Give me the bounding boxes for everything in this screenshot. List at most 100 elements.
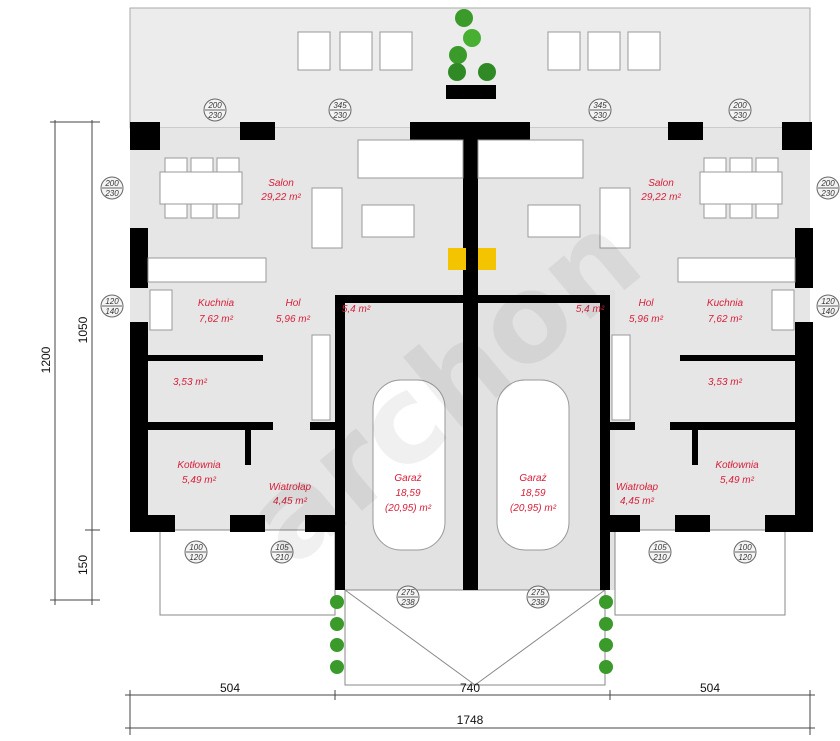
dimension-right-width: 504 (700, 681, 720, 695)
car-right-icon (496, 379, 570, 551)
room-area: 29,22 m² (640, 192, 681, 203)
car-left-icon (372, 379, 446, 551)
room-name: Garaż (519, 473, 546, 484)
plant-icon (446, 9, 496, 99)
terrace-loungers-left (297, 31, 413, 71)
kitchen-sink-right (771, 289, 795, 331)
room-name: Salon (268, 178, 294, 189)
room-area: 3,53 m² (173, 377, 208, 388)
opening-width: 200 (207, 101, 222, 110)
room-name: Kotłownia (177, 460, 221, 471)
room-name: Garaż (394, 473, 421, 484)
right-porch (614, 529, 786, 616)
room-area: 4,45 m² (620, 496, 655, 507)
opening-height: 230 (820, 189, 835, 198)
room-area: 5,96 m² (629, 314, 664, 325)
opening-width: 345 (593, 101, 607, 110)
room-area: 4,45 m² (273, 496, 308, 507)
room-area: 7,62 m² (708, 314, 743, 325)
opening-height: 238 (400, 598, 415, 607)
opening-height: 210 (274, 553, 289, 562)
fireplace-icon (478, 248, 496, 270)
room-area: 5,4 m² (342, 304, 371, 315)
room-area: 3,53 m² (708, 377, 743, 388)
opening-height: 210 (652, 553, 667, 562)
room-area: 7,62 m² (199, 314, 234, 325)
opening-height: 238 (530, 598, 545, 607)
kitchen-sink-left (149, 289, 173, 331)
opening-width: 200 (820, 179, 835, 188)
opening-width: 200 (104, 179, 119, 188)
room-name: Kuchnia (707, 298, 744, 309)
stair-storage-right (611, 334, 631, 421)
opening-width: 345 (333, 101, 347, 110)
sofa-left (311, 139, 464, 249)
room-area: 5,49 m² (720, 475, 755, 486)
opening-height: 230 (207, 111, 222, 120)
dining-table-left (159, 157, 243, 219)
opening-width: 275 (400, 588, 415, 597)
terrace-loungers-right (547, 31, 661, 71)
room-name: Wiatrołap (616, 482, 659, 493)
dimension-middle-width: 740 (460, 681, 480, 695)
room-area: (20,95) m² (385, 503, 432, 514)
opening-height: 140 (105, 307, 119, 316)
room-name: Kotłownia (715, 460, 759, 471)
room-name: Wiatrołap (269, 482, 312, 493)
dimension-total-height: 1200 (39, 346, 53, 373)
opening-width: 105 (275, 543, 289, 552)
driveway (344, 589, 606, 686)
opening-height: 120 (738, 553, 752, 562)
opening-height: 120 (189, 553, 203, 562)
room-area: 18,59 (395, 488, 420, 499)
stair-storage-left (311, 334, 331, 421)
room-name: Hol (638, 298, 654, 309)
kitchen-counter-left (147, 257, 267, 283)
opening-height: 230 (732, 111, 747, 120)
room-area: 5,4 m² (576, 304, 605, 315)
opening-width: 120 (105, 297, 119, 306)
opening-width: 275 (530, 588, 545, 597)
opening-width: 100 (738, 543, 752, 552)
dimension-total-width: 1748 (457, 713, 484, 727)
room-name: Kuchnia (198, 298, 235, 309)
room-area: 18,59 (520, 488, 545, 499)
kitchen-counter-right (677, 257, 796, 283)
dimension-left-width: 504 (220, 681, 240, 695)
room-area: 5,96 m² (276, 314, 311, 325)
dining-table-right (699, 157, 783, 219)
walls (130, 122, 813, 590)
opening-width: 120 (821, 297, 835, 306)
opening-width: 100 (189, 543, 203, 552)
opening-height: 140 (821, 307, 835, 316)
dimension-porch-depth: 150 (76, 555, 90, 575)
room-area: (20,95) m² (510, 503, 557, 514)
dimension-lines (50, 120, 815, 735)
terrace (129, 7, 811, 129)
opening-height: 230 (592, 111, 607, 120)
fireplace-icon (448, 248, 466, 270)
room-area: 5,49 m² (182, 475, 217, 486)
sofa-right (477, 139, 631, 249)
room-area: 29,22 m² (260, 192, 301, 203)
opening-height: 230 (332, 111, 347, 120)
hedge-left (330, 595, 344, 674)
opening-height: 230 (104, 189, 119, 198)
room-name: Salon (648, 178, 674, 189)
dimension-building-height: 1050 (76, 316, 90, 343)
room-name: Hol (285, 298, 301, 309)
